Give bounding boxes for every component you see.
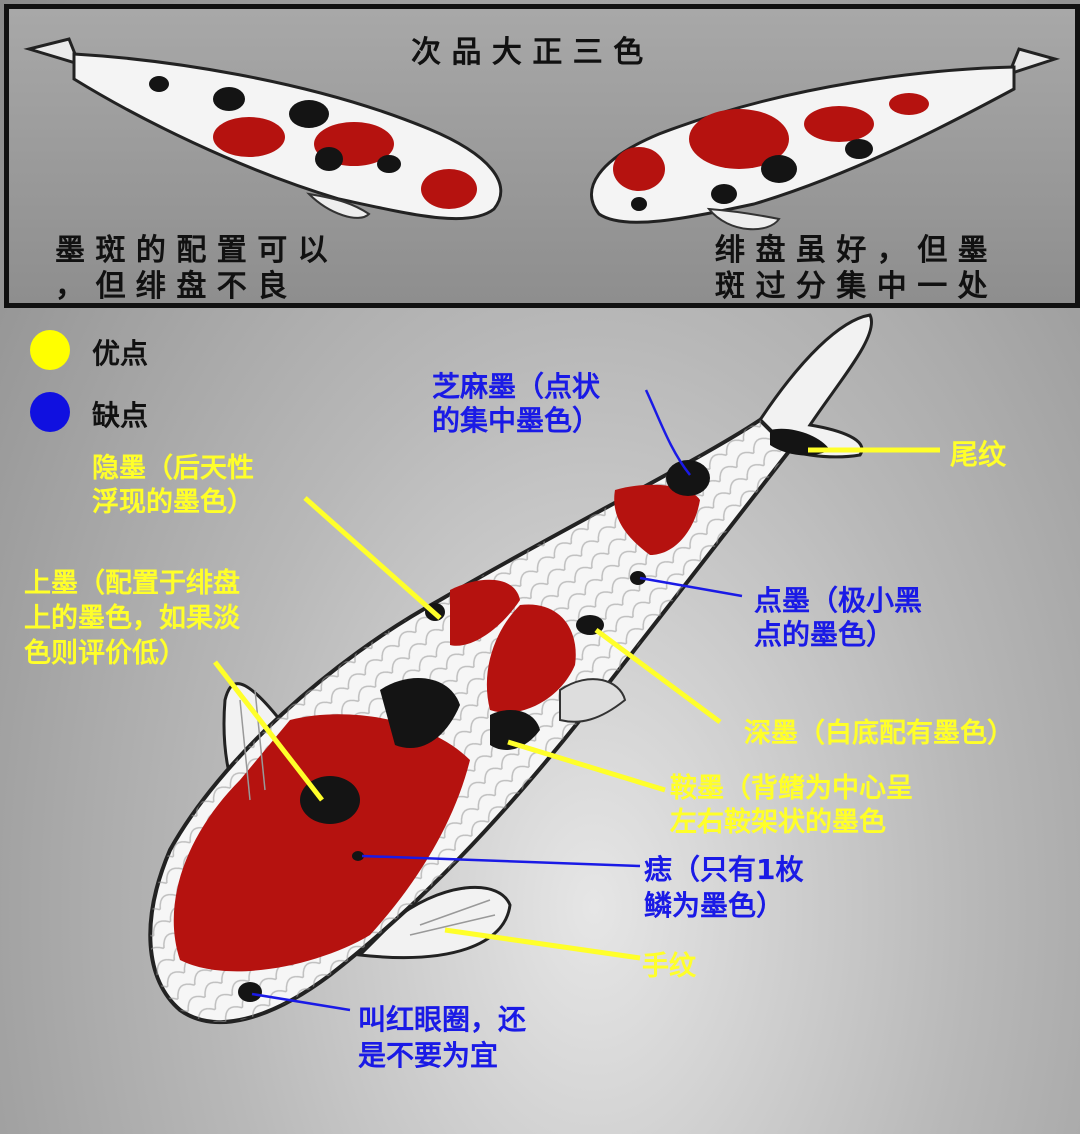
label-an-mo: 鞍墨（背鳍为中心呈 左右鞍架状的墨色 bbox=[670, 772, 913, 840]
label-hong-yan-quan-line-1: 叫红眼圈，还 bbox=[358, 1003, 527, 1036]
comparison-fish-illustrations bbox=[23, 37, 1061, 231]
right-caption: 绯 盘 虽 好 ， 但 墨 斑 过 分 集 中 一 处 bbox=[715, 233, 988, 305]
label-dian-mo: 点墨（极小黑 点的墨色） bbox=[754, 584, 922, 652]
fault-leader-lines bbox=[251, 389, 743, 1012]
single-scale-sumi bbox=[352, 851, 364, 861]
merit-legend-dot bbox=[30, 330, 70, 370]
leader-zhi bbox=[361, 854, 641, 868]
mid-hi-patch bbox=[486, 604, 576, 713]
rear-hi-patch bbox=[614, 484, 700, 555]
left-caption-line-2: ， 但 绯 盘 不 良 bbox=[55, 269, 288, 304]
leader-shen-mo bbox=[594, 627, 722, 725]
fault-legend-label: 缺点 bbox=[92, 399, 149, 432]
label-an-mo-line-2: 左右鞍架状的墨色 bbox=[670, 807, 886, 838]
label-yin-mo-line-2: 浮现的墨色） bbox=[92, 487, 254, 518]
label-shang-mo: 上墨（配置于绯盘 上的墨色，如果淡 色则评价低） bbox=[24, 566, 240, 671]
label-yin-mo: 隐墨（后天性 浮现的墨色） bbox=[92, 452, 254, 520]
leader-an-mo bbox=[507, 739, 666, 793]
right-caption-line-2: 斑 过 分 集 中 一 处 bbox=[715, 269, 988, 304]
label-yin-mo-line-1: 隐墨（后天性 bbox=[92, 453, 254, 484]
comparison-panel: 次 品 大 正 三 色 墨 斑 的 配 置 可 以 ， 但 绯 盘 不 良 绯 … bbox=[4, 4, 1080, 308]
right-caption-line-1: 绯 盘 虽 好 ， 但 墨 bbox=[715, 233, 988, 268]
label-zhi: 痣（只有1枚 鳞为墨色） bbox=[644, 852, 803, 924]
left-caption-line-1: 墨 斑 的 配 置 可 以 bbox=[55, 233, 328, 268]
right-pectoral-fin bbox=[356, 885, 512, 959]
label-dian-mo-line-1: 点墨（极小黑 bbox=[754, 584, 923, 617]
label-shou-wen: 手纹 bbox=[642, 951, 696, 982]
label-shang-mo-line-3: 色则评价低） bbox=[24, 638, 186, 669]
label-zhima-mo-line-2: 的集中墨色） bbox=[432, 404, 601, 437]
label-zhi-line-2: 鳞为墨色） bbox=[644, 889, 785, 922]
merit-leader-lines bbox=[213, 447, 940, 961]
merit-legend-label: 优点 bbox=[92, 337, 149, 370]
saddle-sumi bbox=[380, 678, 460, 749]
panel-title: 次 品 大 正 三 色 bbox=[411, 35, 644, 70]
label-zhi-line-1: 痣（只有1枚 bbox=[644, 853, 804, 886]
leader-hong-yan-quan bbox=[251, 992, 351, 1012]
label-an-mo-line-1: 鞍墨（背鳍为中心呈 bbox=[670, 773, 913, 804]
label-hong-yan-quan-line-2: 是不要为宜 bbox=[358, 1039, 499, 1072]
tail-fin bbox=[758, 313, 873, 459]
left-caption: 墨 斑 的 配 置 可 以 ， 但 绯 盘 不 良 bbox=[55, 233, 328, 305]
label-dian-mo-line-2: 点的墨色） bbox=[754, 618, 895, 651]
fault-legend-dot bbox=[30, 392, 70, 432]
label-shang-mo-line-1: 上墨（配置于绯盘 bbox=[24, 568, 240, 599]
eye-ring bbox=[238, 982, 262, 1002]
label-shang-mo-line-2: 上的墨色，如果淡 bbox=[24, 603, 240, 634]
leader-zhima-mo bbox=[644, 389, 691, 476]
label-zhima-mo: 芝麻墨（点状 的集中墨色） bbox=[432, 370, 600, 438]
label-zhima-mo-line-1: 芝麻墨（点状 bbox=[432, 370, 601, 403]
leader-yin-mo bbox=[303, 496, 442, 620]
left-koi-illustration bbox=[23, 37, 503, 221]
leader-shou-wen bbox=[444, 927, 641, 961]
leader-dian-mo bbox=[639, 576, 743, 598]
main-koi-illustration bbox=[148, 313, 873, 1024]
zhima-mo-cluster bbox=[666, 460, 710, 496]
right-koi-illustration bbox=[590, 47, 1061, 231]
label-wei-wen: 尾纹 bbox=[950, 438, 1007, 471]
label-hong-yan-quan: 叫红眼圈，还 是不要为宜 bbox=[358, 1002, 526, 1074]
dian-mo-spot bbox=[630, 571, 646, 585]
label-shen-mo: 深墨（白底配有墨色） bbox=[744, 718, 1014, 749]
leader-shang-mo bbox=[213, 660, 324, 802]
